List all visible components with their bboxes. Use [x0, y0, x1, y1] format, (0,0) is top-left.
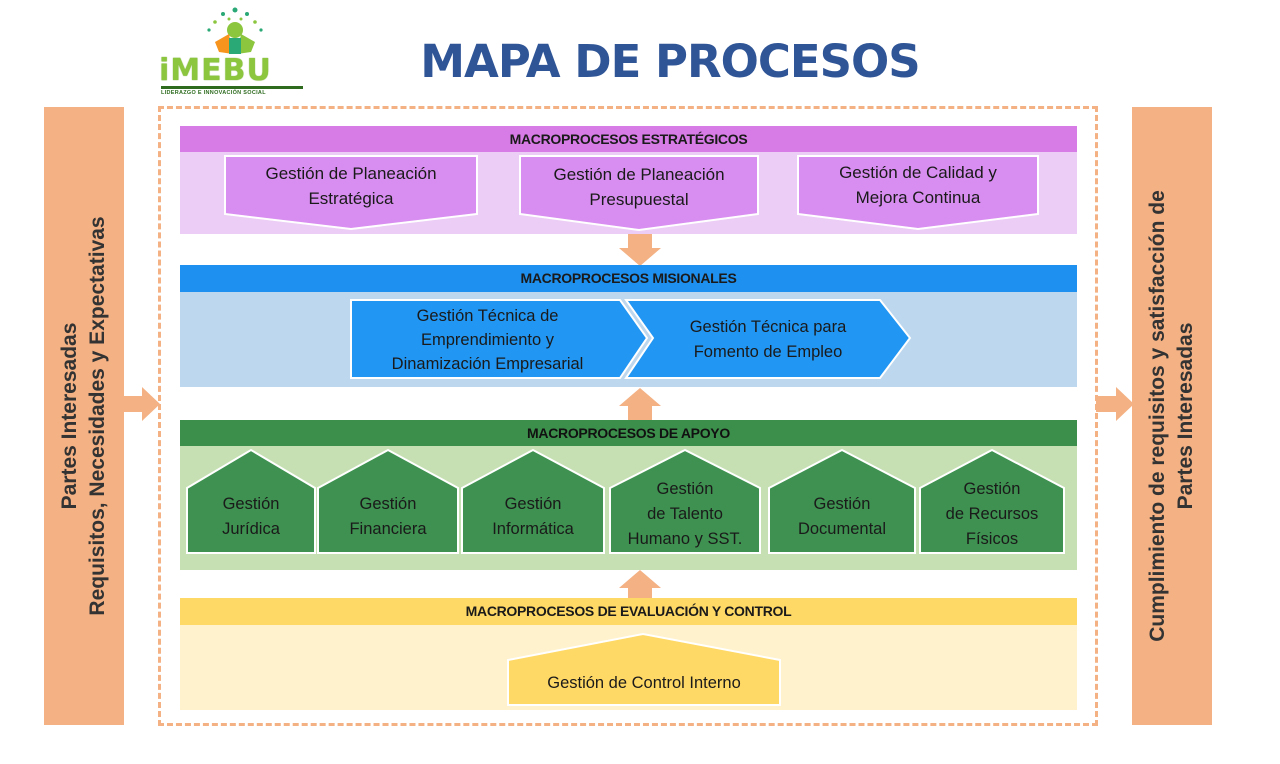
section-estrategicos: MACROPROCESOS ESTRATÉGICOS Gestión de Pl…	[180, 126, 1077, 234]
input-panel: Partes Interesadas Requisitos, Necesidad…	[44, 107, 124, 725]
process-label-line: Financiera	[349, 520, 427, 538]
section-misionales: MACROPROCESOS MISIONALES Gestión Técnica…	[180, 265, 1077, 387]
process-shape-fomento-empleo	[624, 299, 912, 379]
process-shape-talento-humano	[609, 448, 761, 554]
logo-underline	[161, 86, 303, 89]
process-shape-informatica	[461, 448, 605, 554]
process-label-line: Gestión Técnica para	[689, 318, 847, 336]
process-label-line: Gestión de Calidad y	[839, 163, 997, 182]
process-shape-financiera	[317, 448, 459, 554]
imebu-logo: iMEBU LIDERAZGO E INNOVACIÓN SOCIAL	[155, 4, 310, 96]
section-misionales-header: MACROPROCESOS MISIONALES	[180, 265, 1077, 292]
flow-arrow-up-icon	[619, 570, 661, 602]
process-label-line: de Recursos	[945, 504, 1039, 523]
process-label-line: de Talento	[647, 504, 723, 523]
process-shape-planeacion-estrategica	[224, 155, 478, 231]
output-panel-text: Cumplimiento de requisitos y satisfacció…	[1144, 190, 1200, 642]
process-label-line: Gestión Técnica de	[416, 307, 559, 325]
process-label-line: Físicos	[965, 529, 1019, 548]
process-emprendimiento[interactable]: Gestión Técnica de Emprendimiento y Dina…	[355, 302, 620, 378]
process-label-line: Dinamización Empresarial	[391, 355, 584, 373]
section-evaluacion-header: MACROPROCESOS DE EVALUACIÓN Y CONTROL	[180, 598, 1077, 625]
flow-arrow-up-icon	[619, 388, 661, 420]
process-control-interno[interactable]: Gestión de Control Interno	[508, 660, 780, 706]
process-label-line: Jurídica	[222, 520, 280, 538]
process-shape-emprendimiento	[350, 299, 649, 379]
process-fomento-empleo[interactable]: Gestión Técnica para Fomento de Empleo	[658, 302, 878, 378]
apoyo-shapes	[186, 448, 1065, 554]
process-calidad-mejora[interactable]: Gestión de Calidad y Mejora Continua	[798, 156, 1038, 214]
process-shape-control-interno	[507, 632, 781, 706]
section-apoyo-header: MACROPROCESOS DE APOYO	[180, 420, 1077, 446]
input-panel-line-2: Requisitos, Necesidades y Expectativas	[86, 216, 109, 616]
logo-emblem-icon	[207, 7, 263, 54]
process-shape-documental	[768, 448, 916, 554]
process-label-line: Presupuestal	[589, 190, 689, 209]
output-panel-line-2: Partes Interesadas	[1174, 322, 1197, 510]
process-label-line: Fomento de Empleo	[693, 343, 843, 361]
process-shape-recursos-fisicos	[919, 448, 1065, 554]
process-label-line: Gestión	[813, 495, 871, 513]
misionales-shapes	[350, 299, 912, 379]
process-label-line: Gestión	[963, 479, 1021, 498]
estrategicos-shapes	[224, 155, 1039, 232]
process-label-line: Gestión de Control Interno	[547, 673, 741, 692]
process-label-line: Gestión	[359, 495, 417, 513]
output-arrow-icon	[1096, 387, 1134, 421]
input-arrow-icon	[122, 387, 160, 421]
logo-wordmark: iMEBU	[159, 53, 272, 88]
process-label-line: Gestión de Planeación	[265, 164, 437, 183]
process-shape-calidad	[797, 155, 1039, 231]
input-panel-text: Partes Interesadas Requisitos, Necesidad…	[56, 216, 112, 615]
output-panel-line-1: Cumplimiento de requisitos y satisfacció…	[1146, 190, 1169, 642]
section-estrategicos-header: MACROPROCESOS ESTRATÉGICOS	[180, 126, 1077, 152]
process-label-line: Gestión	[656, 479, 714, 498]
process-label-line: Humano y SST.	[627, 529, 743, 548]
process-label-line: Gestión de Planeación	[553, 165, 725, 184]
flow-arrow-down-icon	[619, 234, 661, 266]
process-label-line: Gestión	[222, 495, 280, 513]
process-label-line: Estratégica	[308, 189, 394, 208]
process-label-line: Informática	[492, 520, 574, 538]
process-label-line: Mejora Continua	[855, 188, 981, 207]
page-title: MAPA DE PROCESOS	[420, 35, 920, 88]
evaluacion-shapes	[507, 632, 781, 706]
process-frame	[158, 106, 1098, 726]
process-label-line: Emprendimiento y	[421, 331, 554, 349]
process-shape-planeacion-presupuestal	[519, 155, 759, 232]
process-label-line: Gestión	[504, 495, 562, 513]
process-shape-juridica	[186, 448, 316, 554]
output-panel: Cumplimiento de requisitos y satisfacció…	[1132, 107, 1212, 725]
section-evaluacion: MACROPROCESOS DE EVALUACIÓN Y CONTROL Ge…	[180, 598, 1077, 710]
logo-tagline: LIDERAZGO E INNOVACIÓN SOCIAL	[161, 90, 266, 96]
process-label-line: Documental	[797, 520, 887, 538]
input-panel-line-1: Partes Interesadas	[58, 322, 81, 510]
